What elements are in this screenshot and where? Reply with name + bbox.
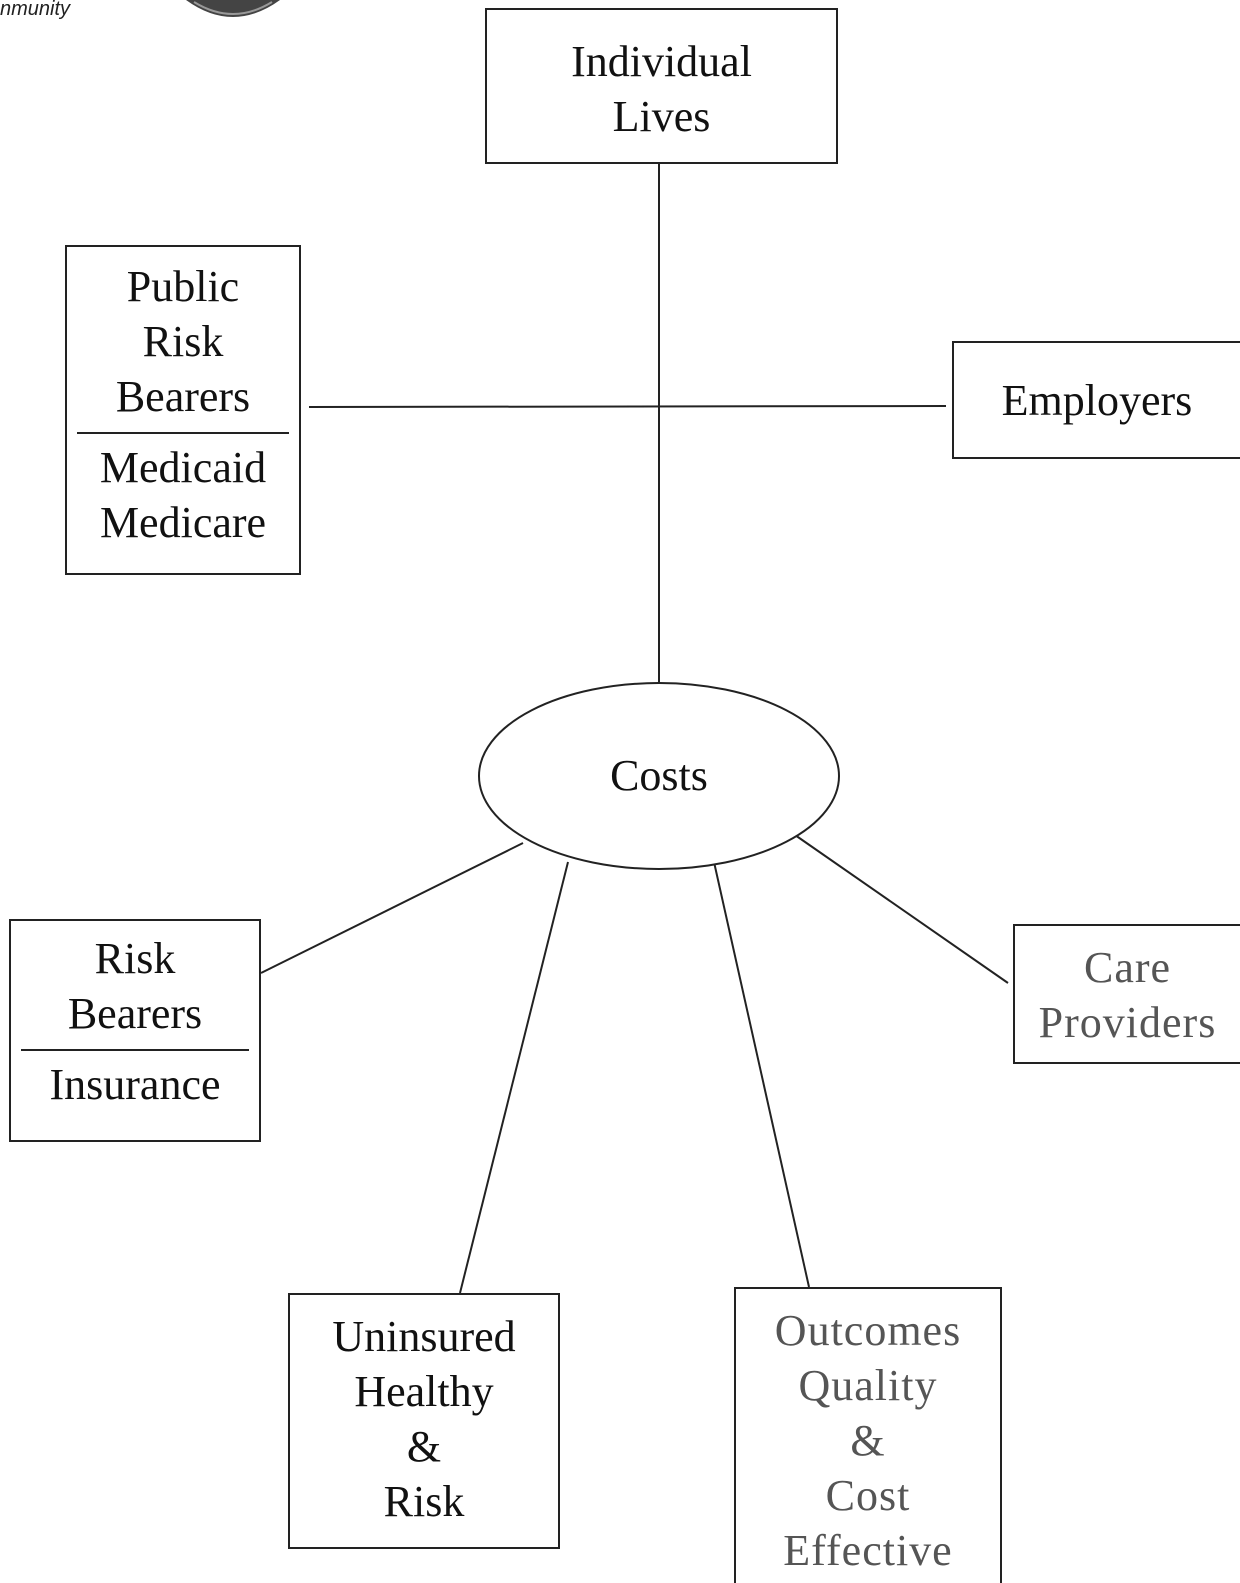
risk-bearers-line-2: Bearers <box>67 989 203 1038</box>
uninsured-box: Uninsured Healthy & Risk <box>288 1293 560 1549</box>
costs-ellipse <box>478 682 840 870</box>
public-risk-bearers-line-3: Bearers <box>115 372 251 421</box>
outcomes-line-3: & <box>850 1416 886 1465</box>
employers-box: Employers <box>952 341 1240 459</box>
connector-costs-uninsured <box>459 861 569 1294</box>
public-risk-bearers-sub-2: Medicare <box>99 498 267 547</box>
risk-bearers-line-1: Risk <box>94 934 176 983</box>
individual-lives-line-2: Lives <box>612 92 711 141</box>
outcomes-line-5: Effective <box>783 1526 953 1575</box>
connector-public-employers <box>308 405 947 408</box>
connector-costs-outcomes <box>713 861 810 1288</box>
connector-costs-care-providers <box>794 834 1009 984</box>
public-risk-bearers-sub-1: Medicaid <box>99 443 267 492</box>
connector-costs-risk-bearers <box>260 842 524 974</box>
circular-seal-icon <box>186 0 280 17</box>
logo-text: nmunity <box>0 0 71 20</box>
risk-bearers-box: Risk Bearers Insurance <box>9 919 261 1142</box>
public-risk-bearers-box: Public Risk Bearers Medicaid Medicare <box>65 245 301 575</box>
public-risk-bearers-line-2: Risk <box>142 317 224 366</box>
risk-bearers-sub-1: Insurance <box>49 1060 221 1109</box>
outcomes-box: Outcomes Quality & Cost Effective <box>734 1287 1002 1583</box>
individual-lives-box: Individual Lives <box>485 8 838 164</box>
public-risk-bearers-divider <box>77 432 289 434</box>
public-risk-bearers-line-1: Public <box>126 262 240 311</box>
uninsured-line-3: & <box>406 1422 442 1471</box>
care-providers-line-1: Care <box>1083 943 1172 992</box>
outcomes-line-1: Outcomes <box>774 1306 962 1355</box>
risk-bearers-divider <box>21 1049 249 1051</box>
employers-line-1: Employers <box>1001 376 1193 425</box>
individual-lives-line-1: Individual <box>571 37 752 86</box>
care-providers-line-2: Providers <box>1038 998 1217 1047</box>
uninsured-line-2: Healthy <box>354 1367 494 1416</box>
uninsured-line-4: Risk <box>383 1477 465 1526</box>
outcomes-line-4: Cost <box>825 1471 911 1520</box>
costs-label: Costs <box>610 751 708 800</box>
care-providers-box: Care Providers <box>1013 924 1240 1064</box>
outcomes-line-2: Quality <box>798 1361 938 1410</box>
uninsured-line-1: Uninsured <box>332 1312 516 1361</box>
